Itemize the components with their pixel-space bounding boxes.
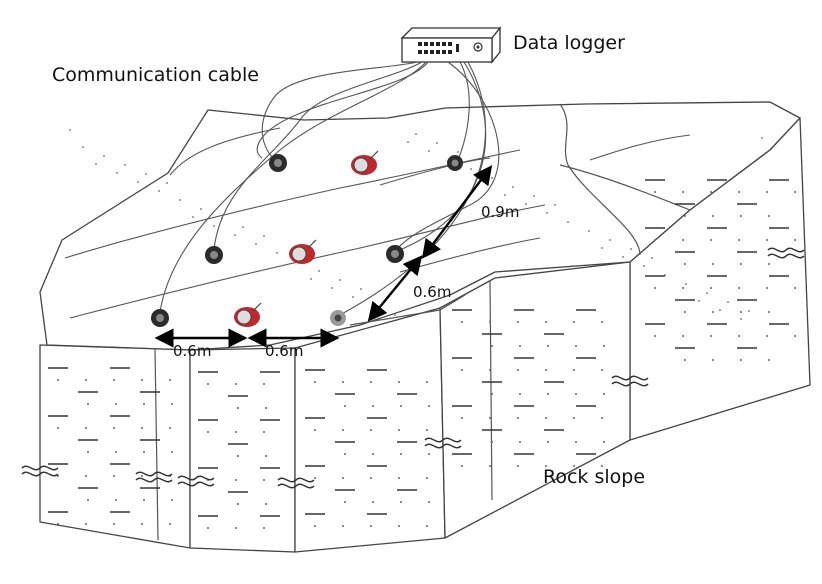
sensor-array — [151, 150, 463, 327]
arrow-spacing-lower-diagonal — [367, 255, 423, 322]
spacing-right-label: 0.6m — [265, 342, 304, 360]
sensor-red — [289, 239, 317, 264]
spacing-left-label: 0.6m — [173, 342, 212, 360]
face-dash-marks — [48, 179, 789, 517]
sensor-dark — [151, 309, 169, 327]
data-logger-label: Data logger — [513, 32, 625, 54]
rock-block — [39, 101, 811, 553]
dimension-arrows — [154, 165, 493, 348]
sensor-red — [234, 302, 262, 327]
rock-joints — [154, 103, 691, 541]
arrow-spacing-upper-diagonal — [421, 165, 493, 259]
slope-front-face-right — [439, 261, 631, 539]
spacing-upper-diagonal-label: 0.9m — [481, 203, 520, 221]
sensor-dark — [386, 245, 404, 263]
slope-front-face-left — [39, 344, 191, 549]
logger-ports — [418, 42, 459, 54]
slope-front-face-mid — [189, 347, 296, 553]
sensor-red — [351, 150, 379, 175]
data-logger — [400, 26, 502, 64]
break-symbols — [21, 247, 805, 489]
logger-dial-icon — [473, 42, 483, 52]
spacing-lower-diagonal-label: 0.6m — [413, 283, 452, 301]
sensor-dark — [205, 246, 223, 264]
sensor-dark — [269, 154, 287, 172]
face-dot-texture — [57, 129, 796, 529]
sensor-dark — [447, 155, 463, 171]
communication-cable-label: Communication cable — [52, 64, 259, 86]
rock-slope-label: Rock slope — [543, 466, 646, 488]
sensor-gray — [330, 310, 346, 326]
